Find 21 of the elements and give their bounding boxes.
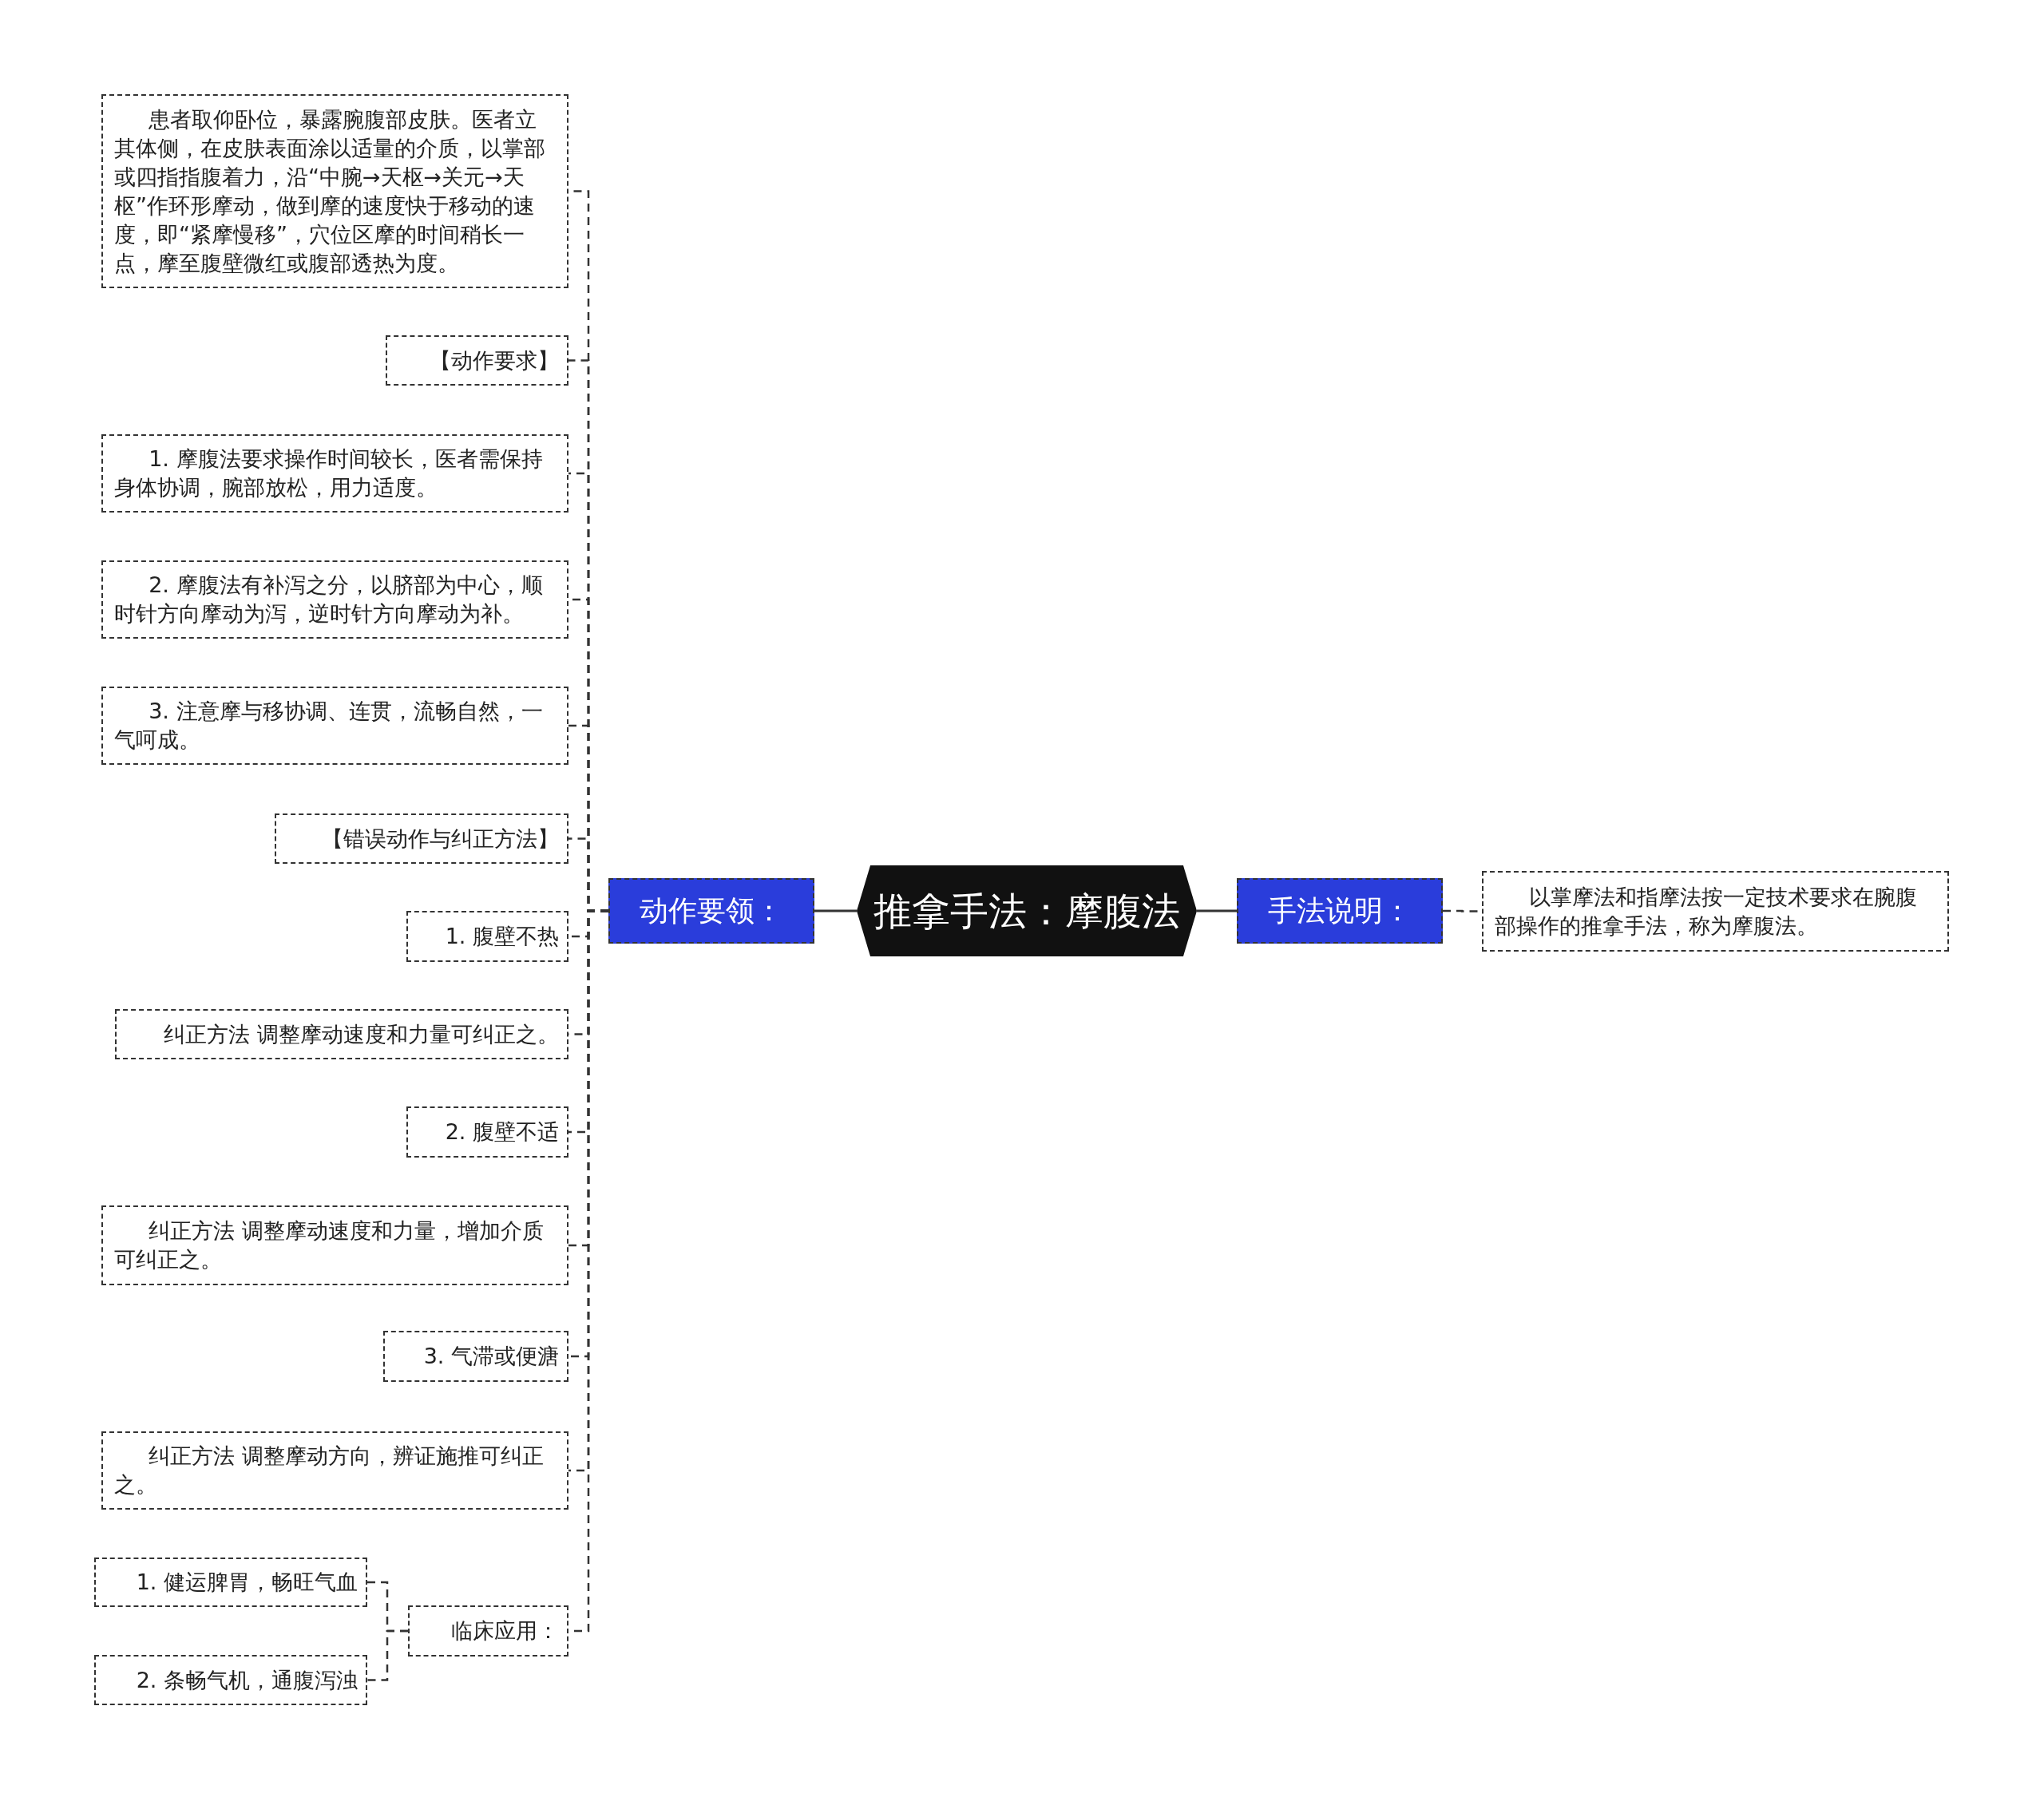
topic-box: 手法说明：	[1237, 878, 1443, 944]
topic-box: 动作要领：	[608, 878, 814, 944]
text-box: 临床应用：	[408, 1605, 568, 1657]
text-box: 2. 摩腹法有补泻之分，以脐部为中心，顺时针方向摩动为泻，逆时针方向摩动为补。	[101, 560, 568, 639]
text-box: 3. 气滞或便溏	[383, 1331, 568, 1382]
text-box: 纠正方法 调整摩动方向，辨证施推可纠正之。	[101, 1431, 568, 1510]
text-box: 3. 注意摩与移协调、连贯，流畅自然，一气呵成。	[101, 687, 568, 765]
text-box: 1. 健运脾胃，畅旺气血	[94, 1558, 367, 1607]
text-box: 【动作要求】	[386, 335, 568, 386]
text-box: 1. 腹壁不热	[406, 911, 568, 962]
text-box: 2. 腹壁不适	[406, 1106, 568, 1158]
connector	[814, 909, 857, 912]
text-box: 1. 摩腹法要求操作时间较长，医者需保持身体协调，腕部放松，用力适度。	[101, 434, 568, 513]
text-box: 纠正方法 调整摩动速度和力量，增加介质可纠正之。	[101, 1205, 568, 1285]
text-box: 患者取仰卧位，暴露腕腹部皮肤。医者立其体侧，在皮肤表面涂以适量的介质，以掌部或四指指腹着力，沿“中腕→天枢→关元→天枢”作环形摩动，做到摩的速度快于移动的速度，即“紧摩慢移”，穴位区摩的时间稍长一点，摩至腹壁微红或腹部透热为度。	[101, 94, 568, 288]
text-box: 以掌摩法和指摩法按一定技术要求在腕腹部操作的推拿手法，称为摩腹法。	[1482, 871, 1949, 952]
connector	[367, 1629, 408, 1681]
text-box: 【错误动作与纠正方法】	[275, 813, 568, 864]
text-box: 2. 条畅气机，通腹泻浊	[94, 1655, 367, 1705]
connector	[1197, 909, 1237, 912]
text-box: 纠正方法 调整摩动速度和力量可纠正之。	[115, 1009, 568, 1059]
